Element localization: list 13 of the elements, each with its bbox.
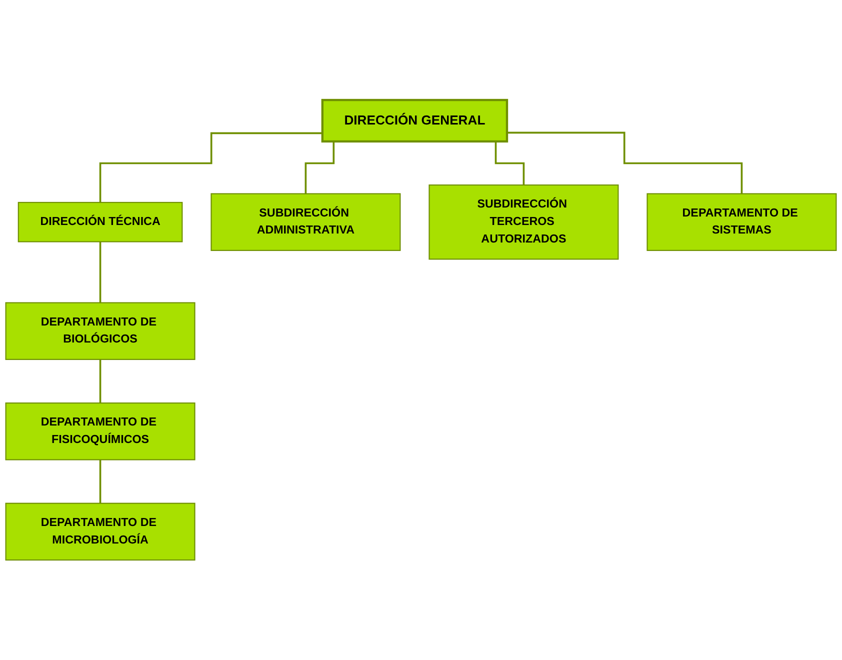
node-box: DEPARTAMENTO DE BIOLÓGICOS bbox=[5, 302, 196, 360]
node-box: DEPARTAMENTO DE FISICOQUÍMICOS bbox=[5, 402, 196, 460]
node-box: DEPARTAMENTO DE SISTEMAS bbox=[646, 193, 837, 251]
node-box: DIRECCIÓN GENERAL bbox=[321, 98, 508, 143]
connector bbox=[507, 132, 743, 195]
node-box: SUBDIRECCIÓN ADMINISTRATIVA bbox=[210, 193, 401, 251]
connector bbox=[99, 240, 102, 304]
connector bbox=[99, 458, 102, 504]
node-box: SUBDIRECCIÓN TERCEROS AUTORIZADOS bbox=[428, 184, 619, 260]
node-box: DEPARTAMENTO DE MICROBIOLOGÍA bbox=[5, 502, 196, 561]
node-box: DIRECCIÓN TÉCNICA bbox=[18, 202, 183, 242]
connector bbox=[99, 132, 322, 204]
connector bbox=[99, 358, 102, 404]
